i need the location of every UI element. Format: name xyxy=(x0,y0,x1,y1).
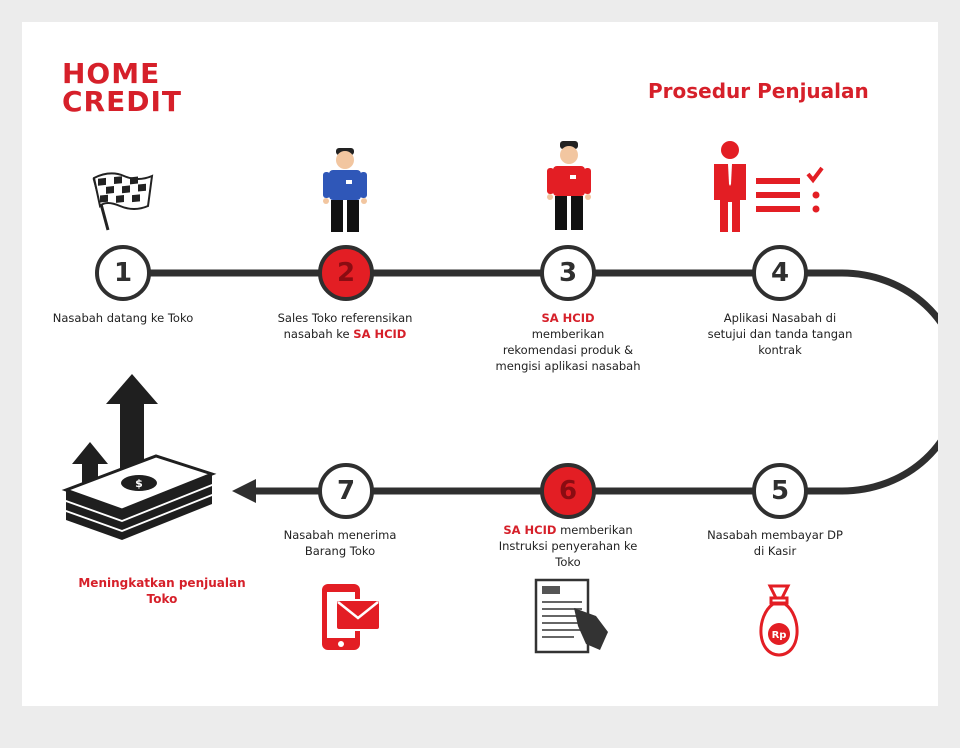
logo-line-2: CREDIT xyxy=(62,85,182,118)
svg-text:$: $ xyxy=(135,477,143,490)
step-3-circle: 3 xyxy=(540,245,596,301)
goal-text: Meningkatkan penjualan Toko xyxy=(78,576,246,606)
money-growth-icon: $ xyxy=(61,374,217,540)
step-7-text: Nasabah menerima Barang Toko xyxy=(283,528,397,558)
step-2-text: Sales Toko referensikan nasabah ke SA HC… xyxy=(277,311,413,341)
step-5-text: Nasabah membayar DP di Kasir xyxy=(707,528,843,558)
approval-checklist-icon xyxy=(714,141,824,232)
sales-person-icon xyxy=(323,148,367,232)
home-credit-logo: HOME CREDIT xyxy=(62,60,182,116)
logo-line-1: HOME xyxy=(62,57,161,90)
page-title: Prosedur Penjualan xyxy=(648,79,869,103)
step-7-circle: 7 xyxy=(318,463,374,519)
step-4-text: Aplikasi Nasabah di setujui dan tanda ta… xyxy=(707,311,853,357)
hcid-agent-icon xyxy=(547,141,591,230)
step-4-circle: 4 xyxy=(752,245,808,301)
money-bag-label: Rp xyxy=(772,630,787,641)
document-instruction-icon xyxy=(534,578,608,654)
arrow-head-icon xyxy=(232,479,256,503)
phone-message-icon xyxy=(322,584,381,650)
step-1-text: Nasabah datang ke Toko xyxy=(52,311,194,325)
step-6-text: SA HCID memberikan Instruksi penyerahan … xyxy=(498,523,638,569)
step-6-circle: 6 xyxy=(540,463,596,519)
money-bag-icon: Rp xyxy=(759,584,799,657)
step-2-circle: 2 xyxy=(318,245,374,301)
procedure-card: HOME CREDIT Prosedur Penjualan 1 2 3 4 5… xyxy=(22,22,938,706)
step-1-circle: 1 xyxy=(95,245,151,301)
checkered-flag-icon xyxy=(92,172,154,231)
step-5-circle: 5 xyxy=(752,463,808,519)
